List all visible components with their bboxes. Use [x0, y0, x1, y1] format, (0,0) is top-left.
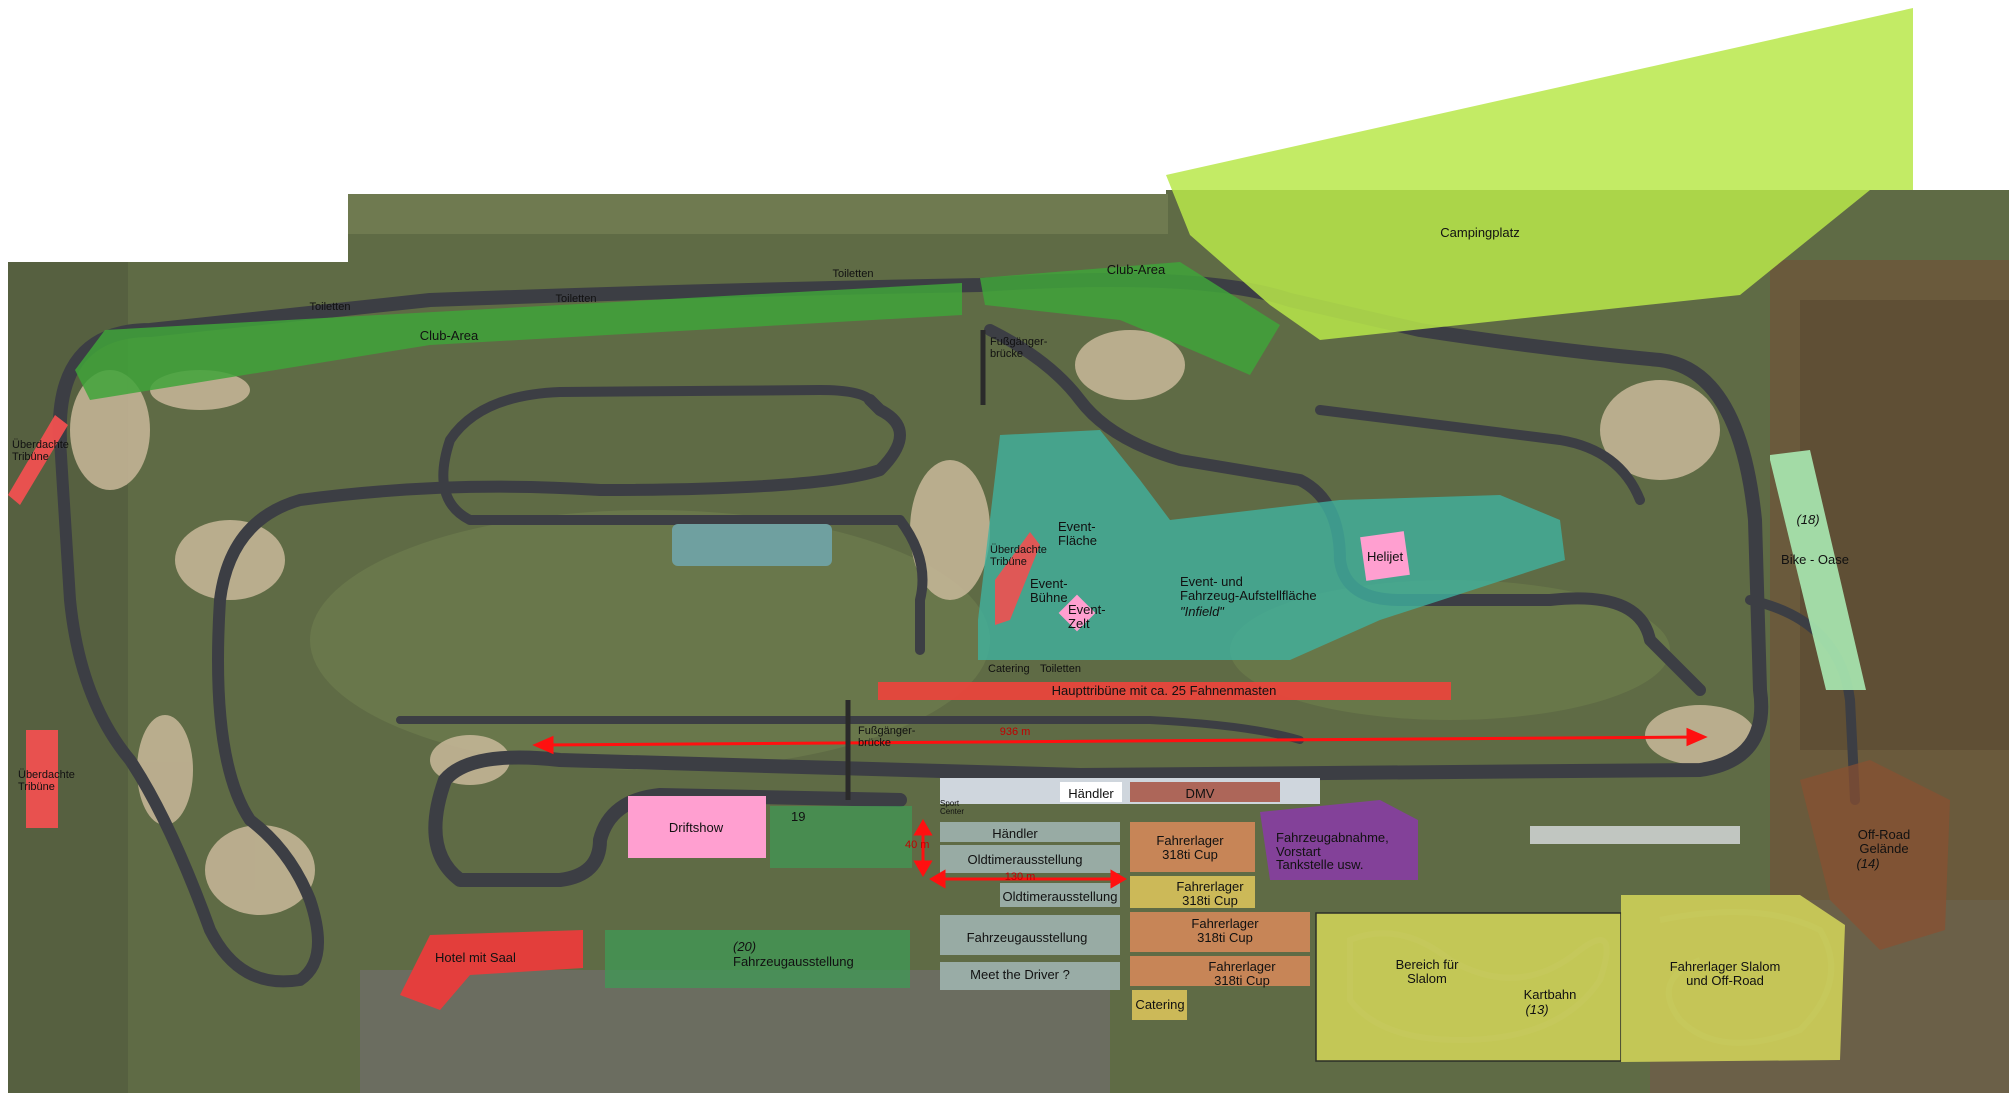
- label-campingplatz: Campingplatz: [1440, 225, 1520, 240]
- label-pit-small: Sport Center: [940, 799, 965, 817]
- label-catering-top: Catering: [988, 663, 1030, 675]
- label-infield-sub: "Infield": [1180, 604, 1224, 619]
- label-fz-green-num: (20): [733, 939, 757, 954]
- label-haendler-row: Händler: [992, 826, 1038, 841]
- label-meet-driver: Meet the Driver ?: [970, 967, 1070, 982]
- lakes: [672, 524, 832, 566]
- label-bike-oase: Bike - Oase: [1781, 552, 1849, 567]
- fahrerlager-3-zone: [1130, 912, 1310, 952]
- label-helijet: Helijet: [1366, 549, 1404, 564]
- tribune-center: [995, 532, 1040, 625]
- club-area-right-zone: [980, 262, 1280, 375]
- driftshow-field: [770, 806, 912, 868]
- label-offroad: Off-Road Gelände: [1857, 827, 1911, 856]
- label-fahrerlager-4: Fahrerlager 318ti Cup: [1208, 959, 1276, 988]
- runoff-areas: [70, 330, 1755, 915]
- haupttribuene-zone: [878, 682, 1451, 700]
- label-kartbahn-num: (13): [1525, 1002, 1549, 1017]
- label-toiletten-3: Toiletten: [832, 268, 874, 280]
- label-tribuene-left-bottom: Überdachte Tribüne: [18, 769, 75, 793]
- tribune-left-bottom: [26, 730, 58, 828]
- label-bike-oase-num: (18): [1796, 512, 1820, 527]
- hotel-zone: [400, 930, 583, 1010]
- dmv-zone: [1130, 782, 1280, 802]
- label-club-area-right: Club-Area: [1106, 262, 1166, 277]
- label-fussgaenger-top: Fußgänger- brücke: [990, 336, 1048, 360]
- event-zone: [978, 430, 1565, 660]
- label-oldtimer-2: Oldtimerausstellung: [1002, 889, 1118, 904]
- tribune-left-top: [8, 415, 68, 505]
- label-toiletten-1: Toiletten: [309, 301, 351, 313]
- label-fahrerlager-slalom: Fahrerlager Slalom und Off-Road: [1669, 959, 1781, 988]
- label-tribuene-center: Überdachte Tribüne: [990, 544, 1047, 568]
- label-distance-long: 936 m: [999, 726, 1031, 738]
- bridges: [845, 330, 986, 800]
- label-dmv: DMV: [1185, 786, 1215, 801]
- pit-haendler-zone: [1060, 782, 1122, 802]
- label-catering-bottom: Catering: [1135, 997, 1185, 1012]
- label-fz-green: Fahrzeugausstellung: [733, 954, 854, 969]
- fz-green-zone: [605, 930, 910, 988]
- parking-right: [1530, 826, 1740, 844]
- helijet-zone: [1360, 531, 1410, 581]
- label-dist-small-v: 40 m: [905, 839, 930, 851]
- slalom-zone: [1315, 912, 1622, 1062]
- zone-overlays: [8, 8, 1950, 1062]
- label-infield-title: Event- und Fahrzeug-Aufstellfläche: [1180, 574, 1317, 603]
- fz-grey-zone: [940, 915, 1120, 955]
- catering-bottom-zone: [1132, 990, 1187, 1020]
- label-event-buehne: Event- Bühne: [1030, 576, 1068, 605]
- label-kartbahn: Kartbahn: [1523, 987, 1577, 1002]
- meet-driver-zone: [940, 962, 1120, 990]
- label-driftshow-num: 19: [791, 809, 806, 824]
- label-club-area-left: Club-Area: [419, 328, 479, 343]
- label-event-zelt: Event- Zelt: [1068, 602, 1106, 631]
- label-driftshow: Driftshow: [668, 820, 724, 835]
- label-fahrerlager-1: Fahrerlager 318ti Cup: [1156, 833, 1224, 862]
- label-haendler-pit: Händler: [1068, 786, 1114, 801]
- label-vorstart: Fahrzeugabnahme, Vorstart Tankstelle usw…: [1276, 830, 1389, 873]
- oldtimer-1-zone: [940, 845, 1120, 873]
- label-dist-small-h: 130 m: [1004, 871, 1036, 883]
- fahrerlager-slalom-zone: [1621, 895, 1845, 1062]
- driftshow-zone: [628, 796, 766, 858]
- fahrerlager-1-zone: [1130, 822, 1255, 872]
- haendler-row-zone: [940, 822, 1120, 842]
- campingplatz-zone: [1166, 8, 1913, 340]
- label-fz-grey: Fahrzeugausstellung: [966, 930, 1088, 945]
- label-fussgaenger-mid: Fußgänger- brücke: [858, 725, 916, 749]
- bike-oase-zone: [1770, 450, 1866, 690]
- oldtimer-2-zone: [1000, 883, 1120, 907]
- label-hotel: Hotel mit Saal: [435, 950, 516, 965]
- vorstart-zone: [1260, 800, 1418, 880]
- offroad-zone: [1800, 760, 1950, 950]
- label-event-flaeche: Event- Fläche: [1058, 519, 1098, 548]
- distance-arrows: [532, 727, 1708, 889]
- label-toiletten-2: Toiletten: [555, 293, 597, 305]
- label-toiletten-top-center: Toiletten: [1040, 663, 1081, 675]
- label-tribuene-left-top: Überdachte Tribüne: [12, 439, 69, 463]
- fahrerlager-2-zone: [1130, 876, 1255, 908]
- label-fahrerlager-2: Fahrerlager 318ti Cup: [1176, 879, 1244, 908]
- label-haupttribuene: Haupttribüne mit ca. 25 Fahnenmasten: [1051, 683, 1277, 698]
- label-offroad-num: (14): [1856, 856, 1880, 871]
- club-area-left-zone: [75, 283, 962, 400]
- label-fahrerlager-3: Fahrerlager 318ti Cup: [1191, 916, 1259, 945]
- fahrerlager-4-zone: [1130, 956, 1310, 986]
- label-slalom: Bereich für Slalom: [1395, 957, 1459, 986]
- label-oldtimer-1: Oldtimerausstellung: [967, 852, 1083, 867]
- event-zelt-zone: [1058, 594, 1096, 632]
